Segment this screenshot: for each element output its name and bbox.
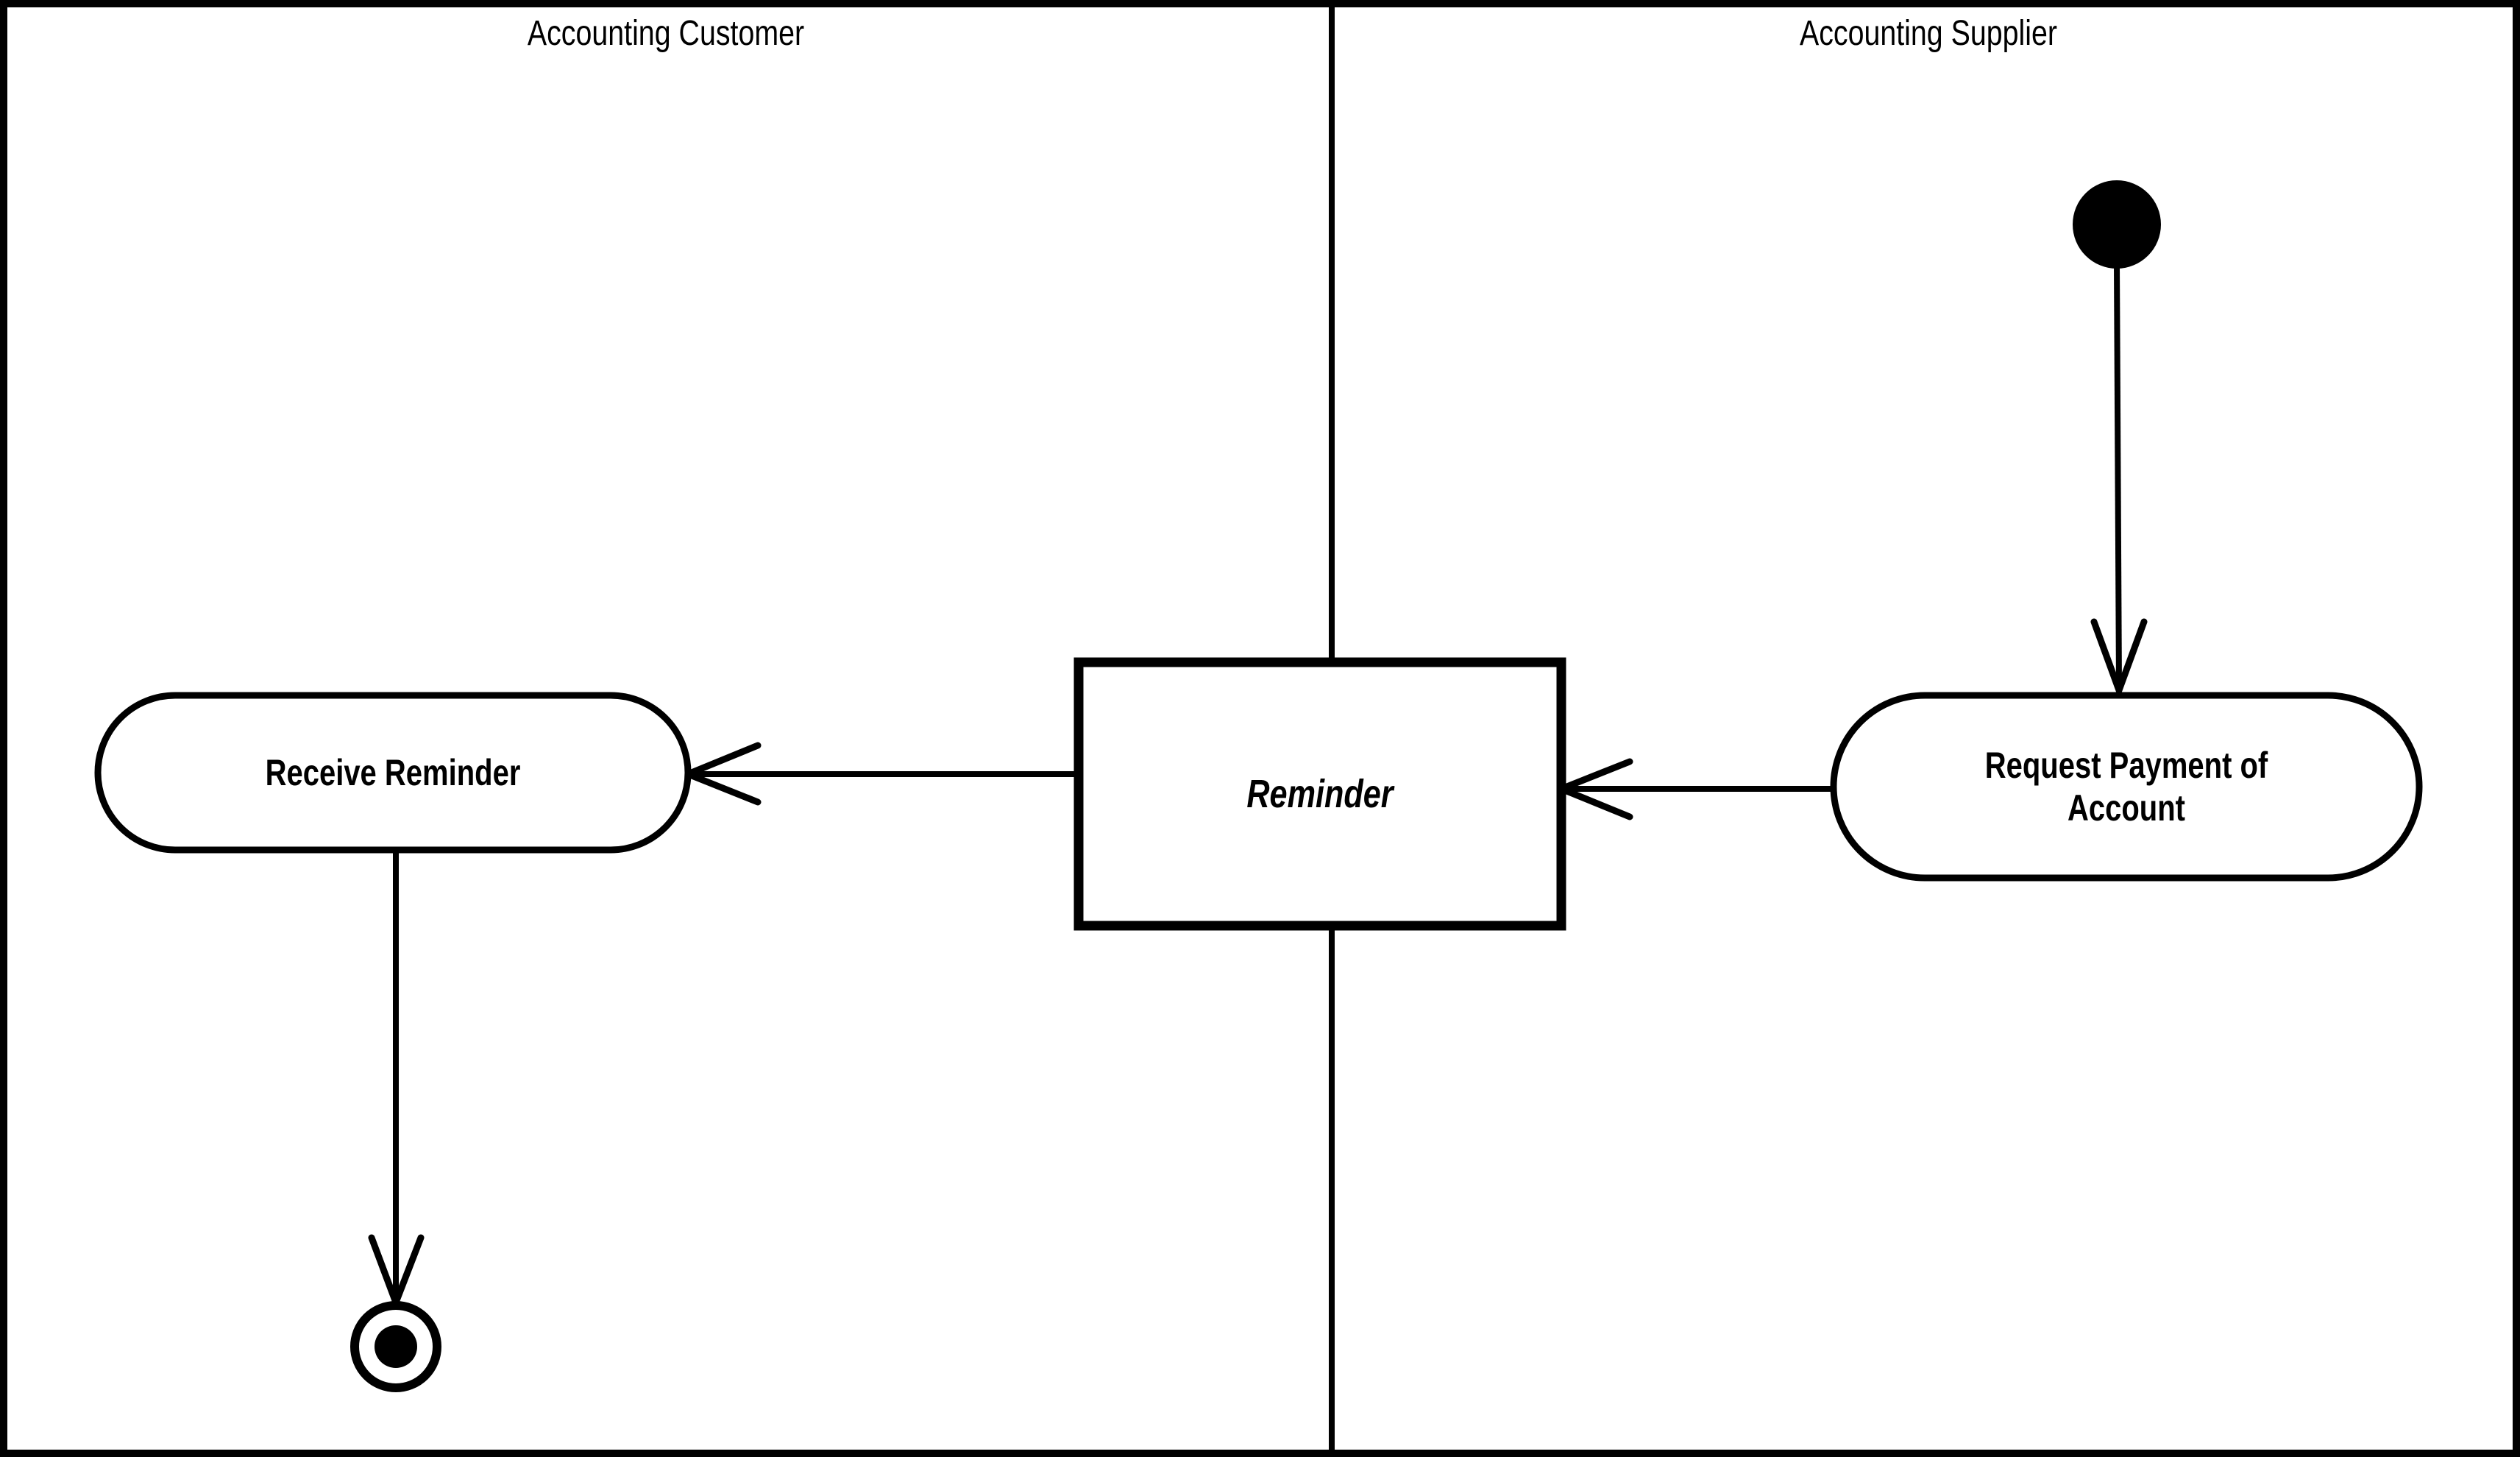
signal-node-reminder[interactable]	[1073, 657, 1566, 931]
swimlane-title-supplier: Accounting Supplier	[1799, 14, 2058, 53]
swimlane-title-customer: Accounting Customer	[527, 14, 805, 53]
edge-initial-to-request	[2090, 264, 2148, 701]
initial-node[interactable]	[2073, 180, 2161, 269]
action-node-request-payment-label: Request Payment of Account	[1984, 745, 2268, 829]
action-node-request-payment[interactable]	[1830, 692, 2423, 882]
signal-node-reminder-label: Reminder	[1246, 772, 1394, 816]
arrowhead-down-request	[2090, 618, 2148, 701]
action-node-receive-reminder[interactable]	[94, 692, 692, 854]
action-node-receive-reminder-label: Receive Reminder	[265, 752, 521, 793]
final-node[interactable]	[350, 1301, 441, 1392]
